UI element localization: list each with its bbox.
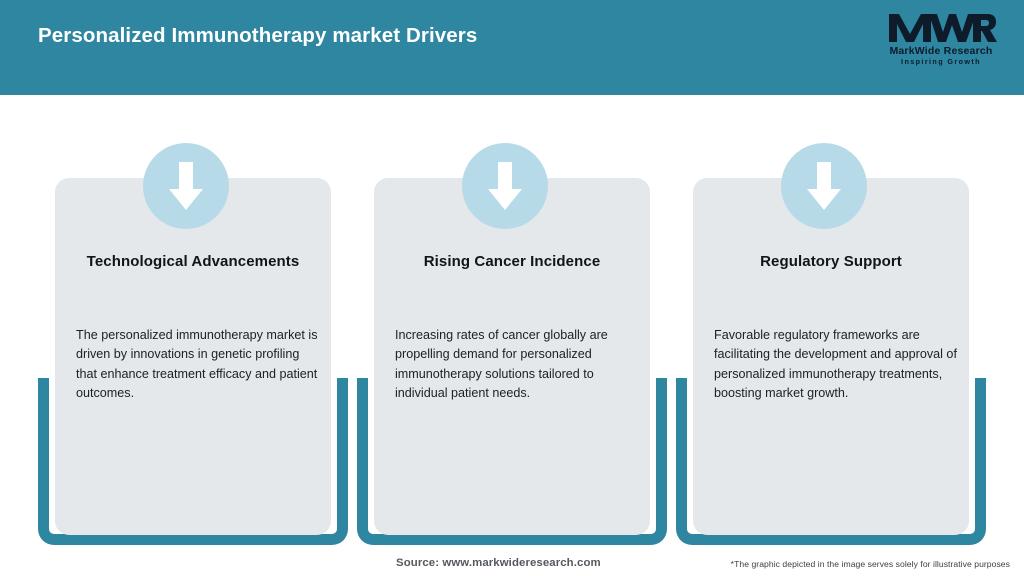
card-panel: Rising Cancer Incidence Increasing rates…: [374, 178, 650, 535]
driver-card-3: Regulatory Support Favorable regulatory …: [676, 95, 986, 550]
arrow-down-glyph: [169, 162, 203, 210]
drivers-card-row: Technological Advancements The personali…: [0, 95, 1024, 550]
card-accent-bracket: [38, 378, 348, 545]
arrow-down-icon: [781, 143, 867, 229]
brand-logo: MarkWide Research Inspiring Growth: [880, 10, 1002, 72]
page-title: Personalized Immunotherapy market Driver…: [38, 24, 478, 47]
driver-card-2: Rising Cancer Incidence Increasing rates…: [357, 95, 667, 550]
header-band: Personalized Immunotherapy market Driver…: [0, 0, 1024, 95]
card-title: Rising Cancer Incidence: [423, 253, 601, 270]
card-description: Favorable regulatory frameworks are faci…: [714, 328, 957, 401]
logo-tagline: Inspiring Growth: [901, 57, 981, 66]
card-accent-bracket: [357, 378, 667, 545]
disclaimer-label: *The graphic depicted in the image serve…: [730, 559, 1010, 569]
card-panel: Technological Advancements The personali…: [55, 178, 331, 535]
card-title: Technological Advancements: [86, 253, 300, 270]
driver-card-1: Technological Advancements The personali…: [38, 95, 348, 550]
logo-company-name: MarkWide Research: [889, 45, 993, 57]
arrow-down-glyph: [488, 162, 522, 210]
card-panel: Regulatory Support Favorable regulatory …: [693, 178, 969, 535]
card-description: Increasing rates of cancer globally are …: [395, 328, 608, 401]
source-label: Source: www.markwideresearch.com: [396, 557, 601, 569]
arrow-down-icon: [462, 143, 548, 229]
arrow-down-icon: [143, 143, 229, 229]
mwr-monogram-icon: [889, 14, 997, 42]
card-title: Regulatory Support: [760, 253, 902, 270]
arrow-down-glyph: [807, 162, 841, 210]
card-description: The personalized immunotherapy market is…: [76, 328, 318, 401]
card-accent-bracket: [676, 378, 986, 545]
